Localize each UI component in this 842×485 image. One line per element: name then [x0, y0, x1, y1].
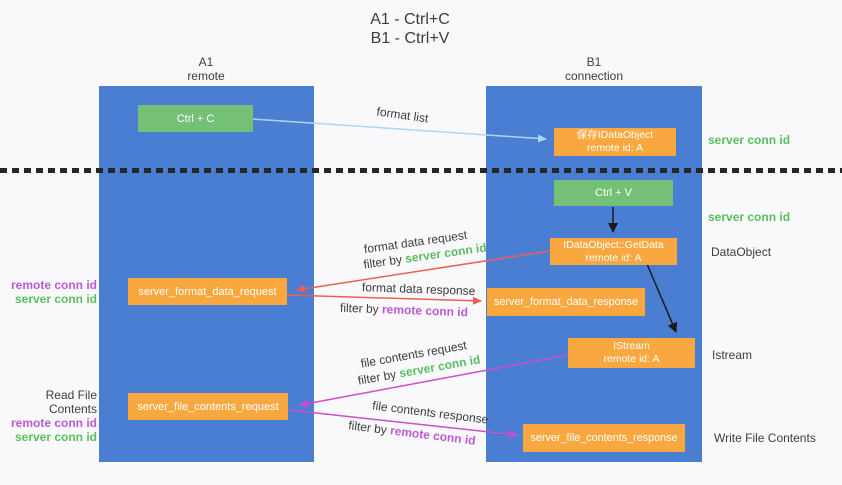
arrow-label-file-contents-response: file contents response — [371, 398, 490, 427]
node-ctrl-c: Ctrl + C — [138, 105, 253, 132]
arrow-label-format-data-response-filter: filter by remote conn id — [338, 301, 470, 320]
node-server-file-contents-response: server_file_contents_response — [523, 424, 685, 452]
lane-header-b1: B1 connection — [534, 55, 654, 83]
node-file-request-label: server_file_contents_request — [137, 400, 279, 413]
arrow-label-format-data-response: format data response — [361, 280, 476, 299]
node-idataobject-getdata: IDataObject::GetData remote id: A — [550, 238, 677, 265]
read-file-contents-label: Read File Contents — [45, 388, 97, 416]
remote-conn-id-label: remote conn id — [10, 416, 97, 430]
left-label-read-file-contents-block: Read File Contents remote conn id server… — [0, 388, 97, 444]
session-divider-dotted-line — [0, 168, 842, 173]
lane-header-a1: A1 remote — [146, 55, 266, 83]
remote-conn-id-text: remote conn id — [381, 302, 469, 320]
node-save-idataobject-line2: remote id: A — [586, 142, 644, 154]
node-getdata-line1: IDataObject::GetData — [563, 238, 664, 251]
node-server-format-data-response: server_format_data_response — [487, 288, 645, 316]
node-istream-line1: IStream — [613, 340, 650, 352]
node-format-response-label: server_format_data_response — [493, 296, 639, 308]
diagram-title: A1 - Ctrl+C B1 - Ctrl+V — [300, 10, 520, 48]
node-ctrl-v-label: Ctrl + V — [595, 187, 632, 199]
node-server-format-data-request: server_format_data_request — [128, 278, 287, 305]
node-ctrl-c-label: Ctrl + C — [176, 112, 215, 125]
lane-a1-role: remote — [187, 69, 225, 83]
node-istream-line2: remote id: A — [603, 353, 660, 365]
remote-conn-id-text: remote conn id — [389, 423, 477, 448]
remote-conn-id-label: remote conn id — [10, 278, 97, 292]
server-conn-id-label: server conn id — [14, 430, 97, 444]
side-label-server-conn-id-mid: server conn id — [708, 210, 791, 224]
lane-b1-id: B1 — [586, 55, 602, 69]
lane-a1-id: A1 — [198, 55, 214, 69]
filter-by-text: filter by — [347, 418, 388, 437]
left-label-conn-ids-format: remote conn id server conn id — [0, 278, 97, 306]
side-label-dataobject: DataObject — [711, 245, 772, 259]
node-ctrl-v: Ctrl + V — [554, 180, 673, 206]
side-label-write-file-contents: Write File Contents — [714, 431, 816, 445]
node-format-request-label: server_format_data_request — [138, 285, 277, 298]
side-label-istream: Istream — [712, 348, 753, 362]
node-save-idataobject: 保存IDataObject remote id: A — [554, 128, 676, 156]
title-line-2: B1 - Ctrl+V — [370, 30, 450, 47]
lane-b1-role: connection — [564, 69, 624, 83]
node-server-file-contents-request: server_file_contents_request — [128, 393, 288, 420]
node-save-idataobject-line1: 保存IDataObject — [576, 129, 654, 141]
filter-by-text: filter by — [339, 300, 379, 317]
title-line-1: A1 - Ctrl+C — [370, 11, 450, 28]
node-file-response-label: server_file_contents_response — [530, 432, 678, 444]
node-istream: IStream remote id: A — [568, 338, 695, 368]
server-conn-id-label: server conn id — [14, 292, 97, 306]
side-label-server-conn-id-top: server conn id — [708, 133, 791, 147]
arrow-label-format-list: format list — [375, 104, 430, 126]
node-getdata-line2: remote id: A — [585, 251, 642, 264]
